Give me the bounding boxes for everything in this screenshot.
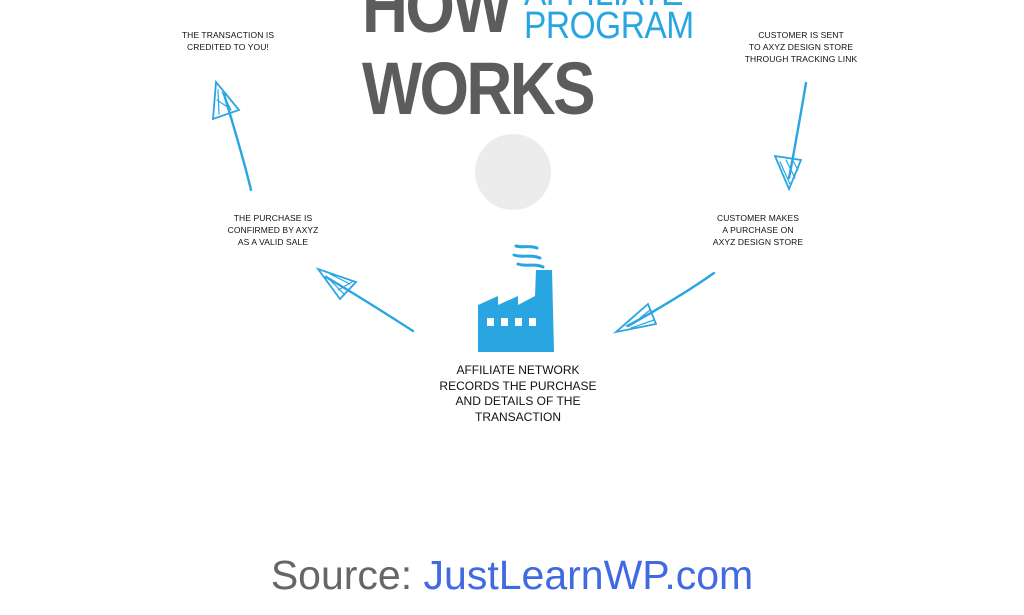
title-how: HOW (362, 0, 512, 48)
arrow-purchase-to-network (612, 271, 716, 334)
source-credit: Source: JustLearnWP.com (0, 549, 1024, 601)
step-customer-purchase: CUSTOMER MAKES A PURCHASE ON AXYZ DESIGN… (686, 212, 830, 248)
step-line: AFFILIATE NETWORK (456, 363, 580, 377)
step-line: CUSTOMER MAKES (716, 213, 799, 223)
step-line: TRANSACTION (474, 409, 561, 424)
arrow-network-to-confirmed (315, 267, 415, 333)
step-transaction-credited: THE TRANSACTION IS CREDITED TO YOU! (154, 29, 302, 53)
title-works: WORKS (362, 47, 596, 130)
step-affiliate-network: AFFILIATE NETWORK RECORDS THE PURCHASE A… (428, 363, 608, 425)
source-label: Source: (270, 552, 424, 598)
title-affiliate-partial: AFFILIATE (524, 0, 683, 12)
step-line: CREDITED TO YOU! (187, 42, 269, 52)
factory-icon (478, 244, 554, 352)
step-purchase-confirmed: THE PURCHASE IS CONFIRMED BY AXYZ AS A V… (200, 212, 346, 248)
arrow-sent-to-purchase (773, 81, 808, 192)
step-line: AXYZ DESIGN STORE (712, 237, 804, 247)
step-line: CONFIRMED BY AXYZ (227, 225, 319, 235)
step-line: AS A VALID SALE (237, 237, 309, 247)
title-program: PROGRAM (524, 5, 694, 47)
source-link[interactable]: JustLearnWP.com (423, 552, 754, 598)
step-line: THROUGH TRACKING LINK (744, 54, 858, 64)
step-line: RECORDS THE PURCHASE (439, 378, 597, 393)
step-customer-sent: CUSTOMER IS SENT TO AXYZ DESIGN STORE TH… (724, 29, 878, 65)
step-line: AND DETAILS OF THE (455, 394, 581, 408)
step-line: THE TRANSACTION IS (181, 30, 275, 40)
step-line: A PURCHASE ON (722, 225, 794, 235)
step-line: THE PURCHASE IS (233, 213, 313, 223)
question-mark-dot (475, 134, 551, 210)
step-line: TO AXYZ DESIGN STORE (748, 42, 854, 52)
arrow-confirmed-to-credited (211, 79, 253, 192)
step-line: CUSTOMER IS SENT (758, 30, 844, 40)
